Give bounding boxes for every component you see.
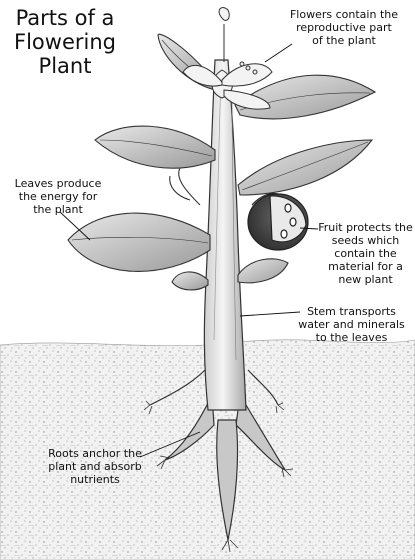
label-line: contain the (318, 247, 413, 260)
label-line: new plant (318, 273, 413, 286)
title-line: Plant (10, 54, 120, 78)
title-line: Flowering (10, 30, 120, 54)
roots-label: Roots anchor the plant and absorb nutrie… (40, 447, 150, 486)
flowers-label: Flowers contain the reproductive part of… (278, 8, 410, 47)
label-line: Roots anchor the (40, 447, 150, 460)
label-line: Leaves produce (6, 177, 110, 190)
fruit (248, 193, 308, 250)
label-line: material for a (318, 260, 413, 273)
label-line: of the plant (278, 34, 410, 47)
label-line: reproductive part (278, 21, 410, 34)
label-line: seeds which (318, 234, 413, 247)
label-line: nutrients (40, 473, 150, 486)
stem-label: Stem transports water and minerals to th… (290, 305, 413, 344)
title-line: Parts of a (10, 6, 120, 30)
page-title: Parts of a Flowering Plant (10, 6, 120, 78)
label-line: the energy for (6, 190, 110, 203)
label-line: to the leaves (290, 331, 413, 344)
label-line: the plant (6, 203, 110, 216)
label-line: plant and absorb (40, 460, 150, 473)
leaves-label: Leaves produce the energy for the plant (6, 177, 110, 216)
label-line: Stem transports (290, 305, 413, 318)
label-line: water and minerals (290, 318, 413, 331)
label-line: Fruit protects the (318, 221, 413, 234)
fruit-label: Fruit protects the seeds which contain t… (318, 221, 413, 286)
label-line: Flowers contain the (278, 8, 410, 21)
